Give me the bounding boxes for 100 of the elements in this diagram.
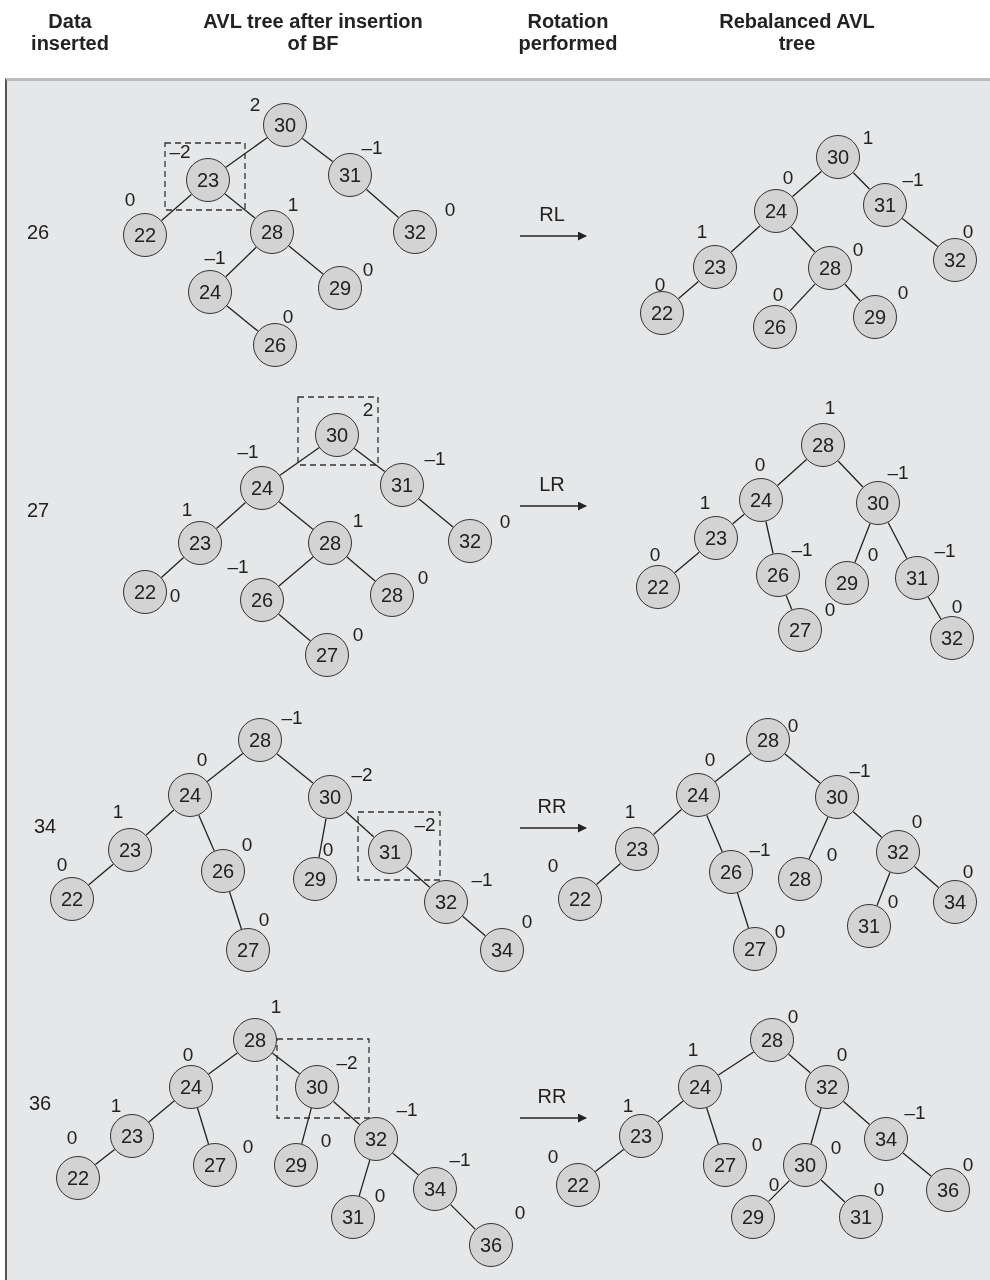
tree-edge — [677, 280, 700, 300]
tree-edge — [196, 1107, 210, 1145]
tree-edge — [706, 1107, 719, 1145]
tree-edge — [278, 501, 314, 530]
balance-factor: 0 — [521, 911, 533, 933]
tree-edge — [790, 226, 816, 253]
tree-edge — [332, 1100, 361, 1126]
tree-edge — [808, 816, 829, 860]
tree-edge — [346, 556, 376, 582]
tree-edge — [206, 752, 244, 783]
tree-edge — [852, 811, 883, 838]
balance-factor: 0 — [374, 1185, 386, 1207]
tree-edge — [225, 246, 257, 278]
tree-edge — [94, 1148, 116, 1166]
tree-edge — [901, 217, 939, 248]
balance-factor: 1 — [110, 1095, 122, 1117]
inserted-value: 36 — [28, 1091, 52, 1115]
tree-edge — [788, 1053, 811, 1074]
tree-edge — [225, 137, 268, 168]
balance-factor: 0 — [547, 855, 559, 877]
balance-factor: 0 — [951, 596, 963, 618]
balance-factor: 0 — [417, 567, 429, 589]
balance-factor: –2 — [336, 1052, 358, 1074]
balance-factor: 1 — [181, 499, 193, 521]
tree-edge — [278, 556, 314, 587]
tree-edge — [405, 866, 431, 888]
tree-edge — [278, 613, 311, 642]
tree-edge — [876, 871, 891, 907]
balance-factor: 1 — [824, 397, 836, 419]
inserted-value: 26 — [26, 220, 50, 244]
tree-edge — [228, 891, 243, 930]
balance-factor: 1 — [696, 221, 708, 243]
tree-edge — [902, 1152, 932, 1177]
tree-edge — [852, 172, 871, 190]
balance-factor: 0 — [649, 544, 661, 566]
balance-factor: –1 — [887, 462, 909, 484]
tree-edge — [160, 193, 193, 222]
tree-edge — [652, 808, 683, 836]
balance-factor: –2 — [414, 814, 436, 836]
tree-edge — [657, 1100, 684, 1123]
balance-factor: –1 — [396, 1099, 418, 1121]
tree-edge — [765, 520, 774, 555]
tree-edge — [226, 305, 259, 332]
balance-factor: 0 — [258, 909, 270, 931]
tree-edge — [160, 556, 185, 579]
balance-factor: –1 — [281, 707, 303, 729]
balance-factor: –1 — [204, 247, 226, 269]
balance-factor: 0 — [444, 199, 456, 221]
tree-edge — [837, 460, 864, 488]
tree-edge — [345, 811, 375, 838]
tree-edge — [732, 513, 745, 525]
tree-edge — [736, 892, 750, 929]
balance-factor: 0 — [772, 284, 784, 306]
tree-edge — [706, 814, 723, 853]
balance-factor: 0 — [836, 1044, 848, 1066]
tree-edge — [785, 594, 793, 611]
balance-factor: 0 — [911, 811, 923, 833]
balance-factor: 0 — [751, 1134, 763, 1156]
tree-edge — [767, 1179, 791, 1203]
balance-factor: 1 — [624, 801, 636, 823]
tree-edge — [595, 862, 622, 886]
balance-factor: 0 — [826, 844, 838, 866]
balance-factor: 0 — [962, 861, 974, 883]
tree-edge — [810, 1107, 822, 1145]
balance-factor: –1 — [424, 448, 446, 470]
tree-edge — [844, 283, 861, 302]
tree-edge — [365, 188, 400, 219]
tree-edge — [913, 865, 940, 889]
balance-factor: 0 — [352, 624, 364, 646]
tree-edge — [392, 1152, 419, 1176]
rotation-label: RL — [539, 202, 565, 226]
balance-factor: –1 — [237, 441, 259, 463]
balance-factor: 1 — [352, 510, 364, 532]
inserted-value: 27 — [26, 498, 50, 522]
rotation-label: RR — [537, 1084, 567, 1108]
tree-edge — [594, 1148, 625, 1173]
tree-edge — [674, 551, 700, 574]
balance-factor: 0 — [754, 454, 766, 476]
balance-factor: –1 — [227, 556, 249, 578]
balance-factor: 0 — [124, 189, 136, 211]
balance-factor: 2 — [249, 94, 261, 116]
balance-factor: 0 — [320, 1130, 332, 1152]
tree-edge — [145, 809, 175, 836]
column-header: AVL tree after insertion of BF — [202, 10, 424, 54]
tree-edge — [717, 1051, 755, 1076]
balance-factor: 1 — [699, 492, 711, 514]
rotation-label: RR — [537, 794, 567, 818]
tree-edge — [208, 1052, 238, 1075]
balance-factor: 0 — [242, 1136, 254, 1158]
tree-edge — [318, 817, 327, 859]
balance-factor: 0 — [782, 167, 794, 189]
balance-factor: 1 — [687, 1039, 699, 1061]
balance-factor: 0 — [787, 715, 799, 737]
balance-factor: 0 — [499, 511, 511, 533]
tree-edge — [353, 447, 386, 473]
balance-factor: –1 — [471, 869, 493, 891]
tree-edge — [820, 1179, 846, 1203]
balance-factor: 0 — [704, 749, 716, 771]
balance-factor: –2 — [351, 764, 373, 786]
tree-edge — [279, 447, 320, 476]
